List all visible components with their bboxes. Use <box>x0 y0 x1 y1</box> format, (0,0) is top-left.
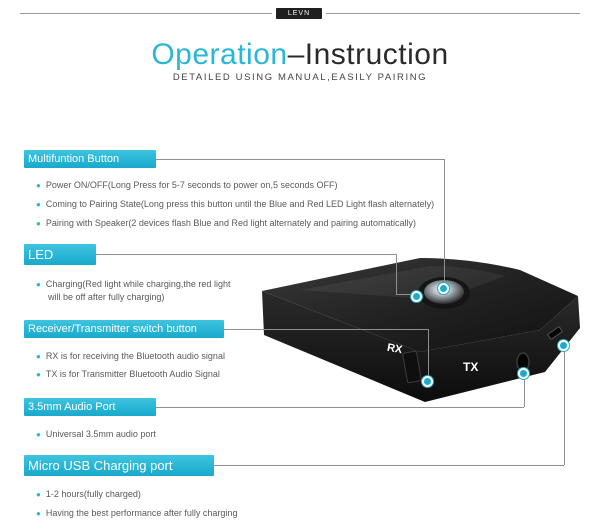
bullet-icon: ● <box>36 219 41 228</box>
leader-multifunction-h <box>156 159 444 160</box>
bullet-icon: ● <box>36 490 41 499</box>
list-item: ●Coming to Pairing State(Long press this… <box>36 199 435 209</box>
page-title: Operation–Instruction <box>0 38 600 72</box>
bullet-icon: ● <box>36 509 41 518</box>
bullet-icon: ● <box>36 352 41 361</box>
pin-audio-port <box>518 368 529 379</box>
title-part-instruction: Instruction <box>304 38 449 71</box>
list-item: ●Universal 3.5mm audio port <box>36 429 156 439</box>
rx-label: RX <box>386 341 404 357</box>
leader-switch-v <box>428 329 429 379</box>
leader-audio-h <box>156 407 524 408</box>
leader-usb-v <box>564 346 565 465</box>
bullet-icon: ● <box>36 430 41 439</box>
list-item: ●Power ON/OFF(Long Press for 5-7 seconds… <box>36 180 338 190</box>
leader-audio-v <box>524 374 525 407</box>
bullet-icon: ● <box>36 200 41 209</box>
section-tag-led: LED <box>24 244 96 265</box>
brand-badge: LEVN <box>276 8 322 19</box>
tx-label: TX <box>463 360 479 374</box>
leader-multifunction-v <box>444 159 445 285</box>
bullet-icon: ● <box>36 370 41 379</box>
leader-usb-h <box>214 465 564 466</box>
list-item: ●TX is for Transmitter Bluetooth Audio S… <box>36 369 220 379</box>
bullet-icon: ● <box>36 181 41 190</box>
leader-led-h <box>96 254 396 255</box>
section-tag-rx-tx-switch: Receiver/Transmitter switch button <box>24 320 224 338</box>
pin-multifunction-button <box>438 283 449 294</box>
leader-led-h2 <box>396 294 412 295</box>
bullet-icon: ● <box>36 280 41 289</box>
title-part-operation: Operation <box>151 38 288 71</box>
section-tag-audio-port: 3.5mm Audio Port <box>24 398 156 416</box>
title-dash: – <box>287 38 305 71</box>
section-tag-multifunction-button: Multifuntion Button <box>24 150 156 168</box>
header-rule-left <box>20 13 272 14</box>
pin-rx-tx-switch <box>422 376 433 387</box>
list-item: ●1-2 hours(fully charged) <box>36 489 141 499</box>
list-item: ●Charging(Red light while charging,the r… <box>36 279 231 302</box>
header-rule-right <box>326 13 580 14</box>
page-subtitle: DETAILED USING MANUAL,EASILY PAIRING <box>172 72 428 83</box>
list-item: ●Pairing with Speaker(2 devices flash Bl… <box>36 218 417 228</box>
pin-micro-usb-port <box>558 340 569 351</box>
pin-led <box>411 291 422 302</box>
list-item: ●RX is for receiving the Bluetooth audio… <box>36 351 225 361</box>
leader-switch-h <box>224 329 428 330</box>
leader-led-v <box>396 254 397 294</box>
section-tag-micro-usb-port: Micro USB Charging port <box>24 455 214 476</box>
list-item: ●Having the best performance after fully… <box>36 508 238 518</box>
